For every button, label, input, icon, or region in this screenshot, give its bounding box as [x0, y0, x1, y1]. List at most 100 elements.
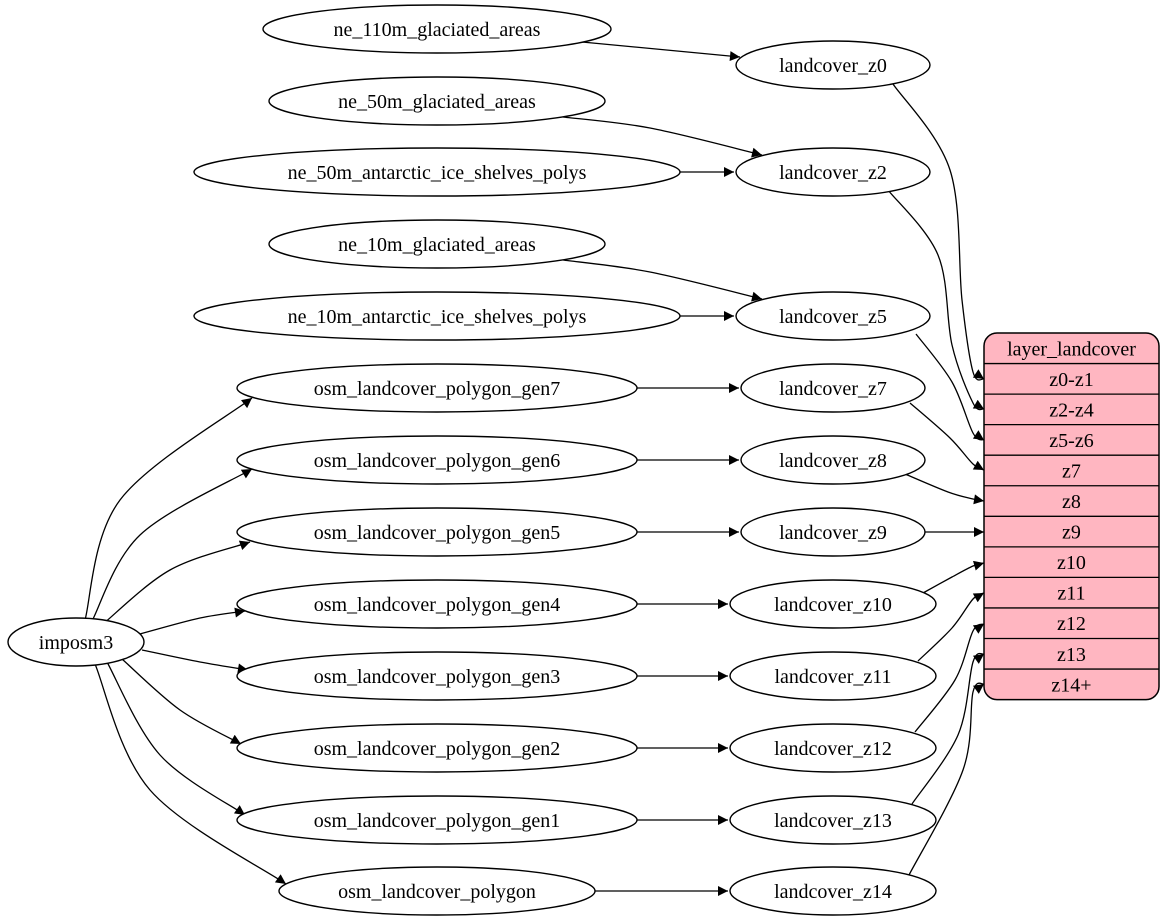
node-osm_landcover_polygon_gen4: osm_landcover_polygon_gen4 [236, 579, 638, 629]
node-shape-osm_landcover_polygon_gen4 [236, 579, 638, 629]
edge-landcover_z14-to-layer_landcover-z14+ [908, 682, 985, 876]
node-shape-osm_landcover_polygon_gen7 [236, 363, 638, 413]
record-cell-z9: z9 [1062, 522, 1081, 544]
record-title: layer_landcover [1007, 338, 1136, 360]
node-shape-landcover_z5 [735, 291, 931, 341]
node-shape-landcover_z8 [740, 435, 926, 485]
node-landcover_z8: landcover_z8 [740, 435, 926, 485]
node-shape-landcover_z10 [729, 579, 937, 629]
node-shape-ne_50m_glaciated_areas [268, 76, 606, 126]
edge-landcover_z0-to-layer_landcover-z0-z1 [892, 83, 985, 381]
record-cell-z11: z11 [1057, 583, 1085, 605]
node-osm_landcover_polygon_gen7: osm_landcover_polygon_gen7 [236, 363, 638, 413]
node-shape-ne_10m_glaciated_areas [268, 219, 606, 269]
node-label-landcover_z0: landcover_z0 [779, 55, 887, 77]
node-label-ne_50m_antarctic_ice_shelves_polys: ne_50m_antarctic_ice_shelves_polys [288, 162, 587, 184]
edge-landcover_z10-to-layer_landcover-z10 [922, 560, 985, 594]
node-shape-ne_10m_antarctic_ice_shelves_polys [193, 291, 681, 341]
edge-landcover_z7-to-layer_landcover-z7 [909, 402, 985, 471]
node-label-landcover_z11: landcover_z11 [775, 666, 892, 688]
node-ne_50m_antarctic_ice_shelves_polys: ne_50m_antarctic_ice_shelves_polys [193, 147, 681, 197]
node-imposm3: imposm3 [7, 617, 145, 667]
node-shape-landcover_z11 [729, 651, 937, 701]
node-ne_10m_antarctic_ice_shelves_polys: ne_10m_antarctic_ice_shelves_polys [193, 291, 681, 341]
nodes-layer: imposm3 ne_110m_glaciated_areas ne_50m_gla… [7, 4, 937, 916]
node-label-osm_landcover_polygon_gen1: osm_landcover_polygon_gen1 [314, 810, 561, 832]
node-shape-landcover_z14 [729, 866, 937, 916]
node-shape-ne_110m_glaciated_areas [262, 4, 612, 54]
edge-imposm3-to-osm_landcover_polygon_gen2 [121, 658, 242, 745]
node-osm_landcover_polygon_gen2: osm_landcover_polygon_gen2 [236, 723, 638, 773]
node-shape-osm_landcover_polygon [278, 866, 596, 916]
edge-landcover_z8-to-layer_landcover-z8 [904, 473, 985, 505]
record-cell-z12: z12 [1057, 613, 1086, 635]
record-cell-z7: z7 [1062, 460, 1081, 482]
node-label-ne_10m_glaciated_areas: ne_10m_glaciated_areas [338, 234, 536, 256]
node-osm_landcover_polygon: osm_landcover_polygon [278, 866, 596, 916]
node-label-osm_landcover_polygon_gen3: osm_landcover_polygon_gen3 [314, 666, 561, 688]
node-shape-osm_landcover_polygon_gen2 [236, 723, 638, 773]
node-label-landcover_z9: landcover_z9 [779, 522, 887, 544]
node-label-ne_50m_glaciated_areas: ne_50m_glaciated_areas [338, 91, 536, 113]
record-layer_landcover: layer_landcoverz0-z1z2-z4z5-z6z7z8z9z10z… [983, 332, 1160, 701]
node-shape-osm_landcover_polygon_gen3 [236, 651, 638, 701]
node-shape-landcover_z2 [735, 147, 931, 197]
node-landcover_z0: landcover_z0 [735, 40, 931, 90]
node-label-osm_landcover_polygon: osm_landcover_polygon [338, 881, 536, 903]
node-landcover_z12: landcover_z12 [729, 723, 937, 773]
record-cell-z14+: z14+ [1051, 674, 1091, 696]
edge-landcover_z11-to-layer_landcover-z11 [917, 592, 985, 662]
node-shape-landcover_z7 [740, 363, 926, 413]
node-label-landcover_z14: landcover_z14 [774, 881, 892, 903]
node-label-osm_landcover_polygon_gen7: osm_landcover_polygon_gen7 [314, 378, 561, 400]
node-landcover_z7: landcover_z7 [740, 363, 926, 413]
node-landcover_z9: landcover_z9 [740, 507, 926, 557]
record-cell-z8: z8 [1062, 491, 1081, 513]
edge-imposm3-to-osm_landcover_polygon_gen6 [91, 468, 253, 622]
node-label-osm_landcover_polygon_gen2: osm_landcover_polygon_gen2 [314, 738, 561, 760]
edge-landcover_z12-to-layer_landcover-z12 [914, 623, 985, 733]
edge-imposm3-to-osm_landcover_polygon_gen7 [84, 397, 253, 621]
edge-imposm3-to-osm_landcover_polygon_gen5 [102, 540, 251, 625]
edge-imposm3-to-osm_landcover_polygon_gen3 [141, 649, 249, 674]
record-cell-z2-z4: z2-z4 [1049, 399, 1093, 421]
node-label-ne_110m_glaciated_areas: ne_110m_glaciated_areas [334, 19, 541, 41]
node-shape-ne_50m_antarctic_ice_shelves_polys [193, 147, 681, 197]
record-cell-z10: z10 [1057, 552, 1086, 574]
node-label-osm_landcover_polygon_gen6: osm_landcover_polygon_gen6 [314, 450, 561, 472]
node-landcover_z2: landcover_z2 [735, 147, 931, 197]
node-ne_110m_glaciated_areas: ne_110m_glaciated_areas [262, 4, 612, 54]
node-label-landcover_z12: landcover_z12 [774, 738, 892, 760]
edge-landcover_z2-to-layer_landcover-z2-z4 [887, 189, 985, 411]
node-ne_50m_glaciated_areas: ne_50m_glaciated_areas [268, 76, 606, 126]
node-label-landcover_z7: landcover_z7 [779, 378, 887, 400]
node-landcover_z5: landcover_z5 [735, 291, 931, 341]
node-shape-landcover_z12 [729, 723, 937, 773]
edge-ne_50m_glaciated_areas-to-landcover_z2 [562, 116, 763, 158]
edge-imposm3-to-osm_landcover_polygon_gen4 [139, 607, 246, 635]
record-cell-z13: z13 [1057, 644, 1086, 666]
node-landcover_z10: landcover_z10 [729, 579, 937, 629]
node-shape-osm_landcover_polygon_gen6 [236, 435, 638, 485]
node-label-osm_landcover_polygon_gen5: osm_landcover_polygon_gen5 [314, 522, 561, 544]
record-cell-z5-z6: z5-z6 [1049, 430, 1093, 452]
node-label-landcover_z13: landcover_z13 [774, 810, 892, 832]
node-shape-osm_landcover_polygon_gen1 [236, 795, 638, 845]
node-osm_landcover_polygon_gen1: osm_landcover_polygon_gen1 [236, 795, 638, 845]
node-shape-imposm3 [7, 617, 145, 667]
node-label-osm_landcover_polygon_gen4: osm_landcover_polygon_gen4 [314, 594, 561, 616]
edge-ne_10m_glaciated_areas-to-landcover_z5 [562, 259, 763, 302]
node-landcover_z14: landcover_z14 [729, 866, 937, 916]
node-label-landcover_z8: landcover_z8 [779, 450, 887, 472]
node-osm_landcover_polygon_gen3: osm_landcover_polygon_gen3 [236, 651, 638, 701]
node-shape-landcover_z9 [740, 507, 926, 557]
edges-layer [84, 41, 985, 896]
edge-landcover_z5-to-layer_landcover-z5-z6 [915, 333, 985, 441]
node-osm_landcover_polygon_gen6: osm_landcover_polygon_gen6 [236, 435, 638, 485]
node-label-imposm3: imposm3 [39, 632, 113, 654]
edge-ne_110m_glaciated_areas-to-landcover_z0 [581, 41, 741, 62]
node-ne_10m_glaciated_areas: ne_10m_glaciated_areas [268, 219, 606, 269]
edge-imposm3-to-osm_landcover_polygon_gen1 [106, 661, 246, 816]
